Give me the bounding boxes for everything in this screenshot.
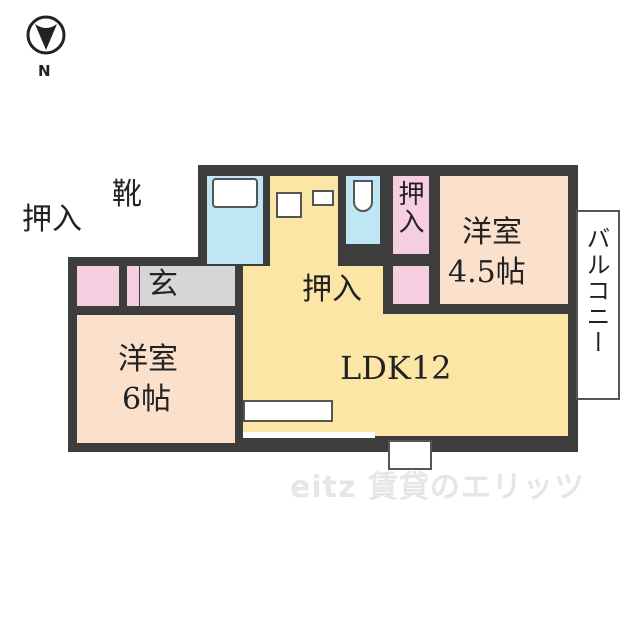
entrance (140, 266, 235, 306)
washbasin-icon (312, 190, 334, 206)
ldk-east (383, 314, 568, 436)
shoe-closet-label: 靴 (112, 177, 142, 212)
shoe-closet (127, 266, 139, 306)
western-room-4-5-name: 洋室 (462, 215, 522, 250)
kitchen-counter (243, 400, 333, 422)
north-label: N (38, 62, 51, 80)
western-room-6-size: 6帖 (122, 382, 172, 417)
closet-top-label: 押入 (394, 180, 424, 236)
toilet-icon (353, 180, 373, 212)
closet-left (77, 266, 119, 306)
balcony-label: バルコニー (582, 226, 610, 356)
western-room-6 (77, 315, 235, 443)
bathtub-icon (212, 178, 258, 208)
entrance-label: 玄 (148, 267, 178, 302)
western-room-4-5 (440, 176, 568, 304)
ldk-label: LDK12 (340, 349, 452, 387)
closet-center-box (393, 266, 429, 304)
entry-step (388, 440, 432, 470)
closet-top (393, 176, 429, 254)
watermark: eitz 賃貸のエリッツ (290, 470, 585, 505)
balcony (576, 210, 620, 400)
closet-left-label: 押入 (22, 202, 82, 237)
window (243, 432, 375, 438)
closet-center-label: 押入 (302, 272, 362, 307)
north-arrow-icon (26, 15, 66, 55)
western-room-6-name: 洋室 (118, 342, 178, 377)
western-room-4-5-size: 4.5帖 (448, 255, 526, 290)
stove-icon (276, 192, 302, 218)
